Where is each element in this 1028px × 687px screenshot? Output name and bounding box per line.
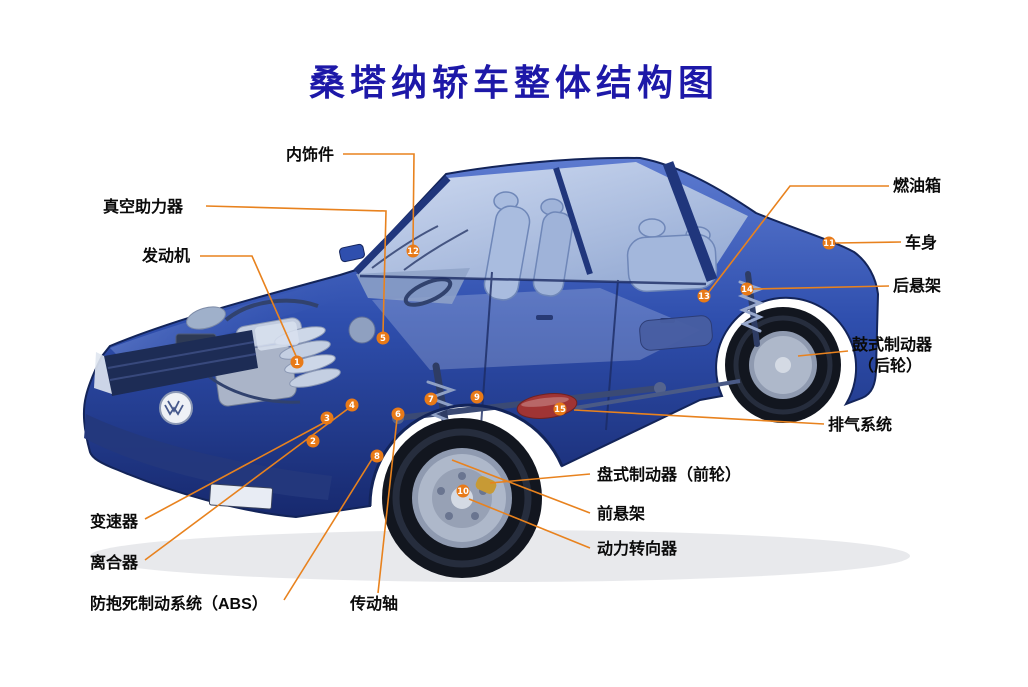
leader-engine xyxy=(200,255,297,357)
leader-abs xyxy=(283,458,373,601)
leader-lines xyxy=(144,153,902,601)
leader-transmission xyxy=(144,419,330,520)
label-rear-drum-brake-line2: （后轮） xyxy=(858,357,923,375)
part-marker-number: 12 xyxy=(407,247,419,257)
cabin-floor xyxy=(372,288,700,370)
leader-front-suspension xyxy=(451,459,591,514)
leader-front-disc-brake xyxy=(489,473,591,484)
leader-clutch xyxy=(144,407,350,561)
leader-fuel-tank xyxy=(707,185,889,294)
leader-drive-shaft xyxy=(377,418,398,594)
part-marker-9 xyxy=(470,390,484,404)
leader-car-body xyxy=(835,241,902,244)
wipers xyxy=(371,225,469,271)
part-marker-8 xyxy=(370,449,384,463)
label-interior-trim: 内饰件 xyxy=(286,147,335,164)
label-rear-drum-brake-line1: 鼓式制动器 xyxy=(852,337,933,354)
label-rear-drum-brake: 鼓式制动器 （后轮） xyxy=(852,336,932,378)
label-power-steering: 动力转向器 xyxy=(597,541,678,558)
diagram-title: 桑塔纳轿车整体结构图 xyxy=(308,62,719,103)
front-face xyxy=(84,321,332,510)
part-marker-15 xyxy=(553,402,567,416)
seats xyxy=(483,191,718,301)
part-marker-number: 11 xyxy=(823,239,835,249)
part-marker-number: 15 xyxy=(554,405,566,415)
part-marker-14 xyxy=(740,282,754,296)
leader-power-steering xyxy=(468,498,591,549)
license-plate xyxy=(208,483,273,510)
part-marker-number: 14 xyxy=(741,285,753,295)
part-marker-number: 8 xyxy=(374,452,380,462)
front-wheel xyxy=(382,418,542,578)
label-car-body: 车身 xyxy=(905,235,938,252)
part-marker-4 xyxy=(345,398,359,412)
label-front-suspension: 前悬架 xyxy=(597,506,646,523)
steering-wheel xyxy=(403,277,453,307)
part-marker-3 xyxy=(320,411,334,425)
part-marker-11 xyxy=(822,236,836,250)
part-marker-2 xyxy=(306,434,320,448)
leader-exhaust-system xyxy=(573,409,825,425)
leader-rear-suspension xyxy=(753,285,890,290)
part-marker-12 xyxy=(406,244,420,258)
part-marker-7 xyxy=(424,392,438,406)
label-transmission: 变速器 xyxy=(90,514,139,531)
part-marker-number: 3 xyxy=(324,414,330,424)
part-marker-1 xyxy=(290,355,304,369)
label-clutch: 离合器 xyxy=(90,555,139,572)
part-marker-5 xyxy=(376,331,390,345)
label-fuel-tank: 燃油箱 xyxy=(893,178,942,195)
label-rear-suspension: 后悬架 xyxy=(893,278,942,295)
label-engine: 发动机 xyxy=(142,248,191,265)
label-abs: 防抱死制动系统（ABS） xyxy=(90,596,268,613)
part-marker-13 xyxy=(697,289,711,303)
part-marker-number: 10 xyxy=(457,487,469,497)
label-front-disc-brake: 盘式制动器（前轮） xyxy=(597,467,742,484)
part-marker-number: 7 xyxy=(428,395,434,405)
label-vacuum-booster: 真空助力器 xyxy=(103,199,184,216)
label-drive-shaft: 传动轴 xyxy=(350,596,399,613)
part-marker-number: 1 xyxy=(294,358,300,368)
part-marker-number: 4 xyxy=(349,401,355,411)
part-marker-number: 5 xyxy=(380,334,386,344)
front-wheel-arch xyxy=(368,403,564,507)
part-marker-10 xyxy=(456,484,470,498)
part-marker-number: 13 xyxy=(698,292,710,302)
label-exhaust-system: 排气系统 xyxy=(828,417,893,434)
leader-rear-drum-brake xyxy=(797,350,849,357)
leader-vacuum-booster xyxy=(205,205,387,334)
brake-caliper xyxy=(475,476,497,494)
side-mirror xyxy=(339,243,365,263)
part-marker-number: 9 xyxy=(474,393,480,403)
fuel-tank-shape xyxy=(639,315,713,351)
roof-pillars xyxy=(353,161,718,282)
leader-interior-trim xyxy=(343,153,415,247)
part-marker-6 xyxy=(391,407,405,421)
part-marker-number: 2 xyxy=(310,437,316,447)
part-marker-number: 6 xyxy=(395,410,401,420)
